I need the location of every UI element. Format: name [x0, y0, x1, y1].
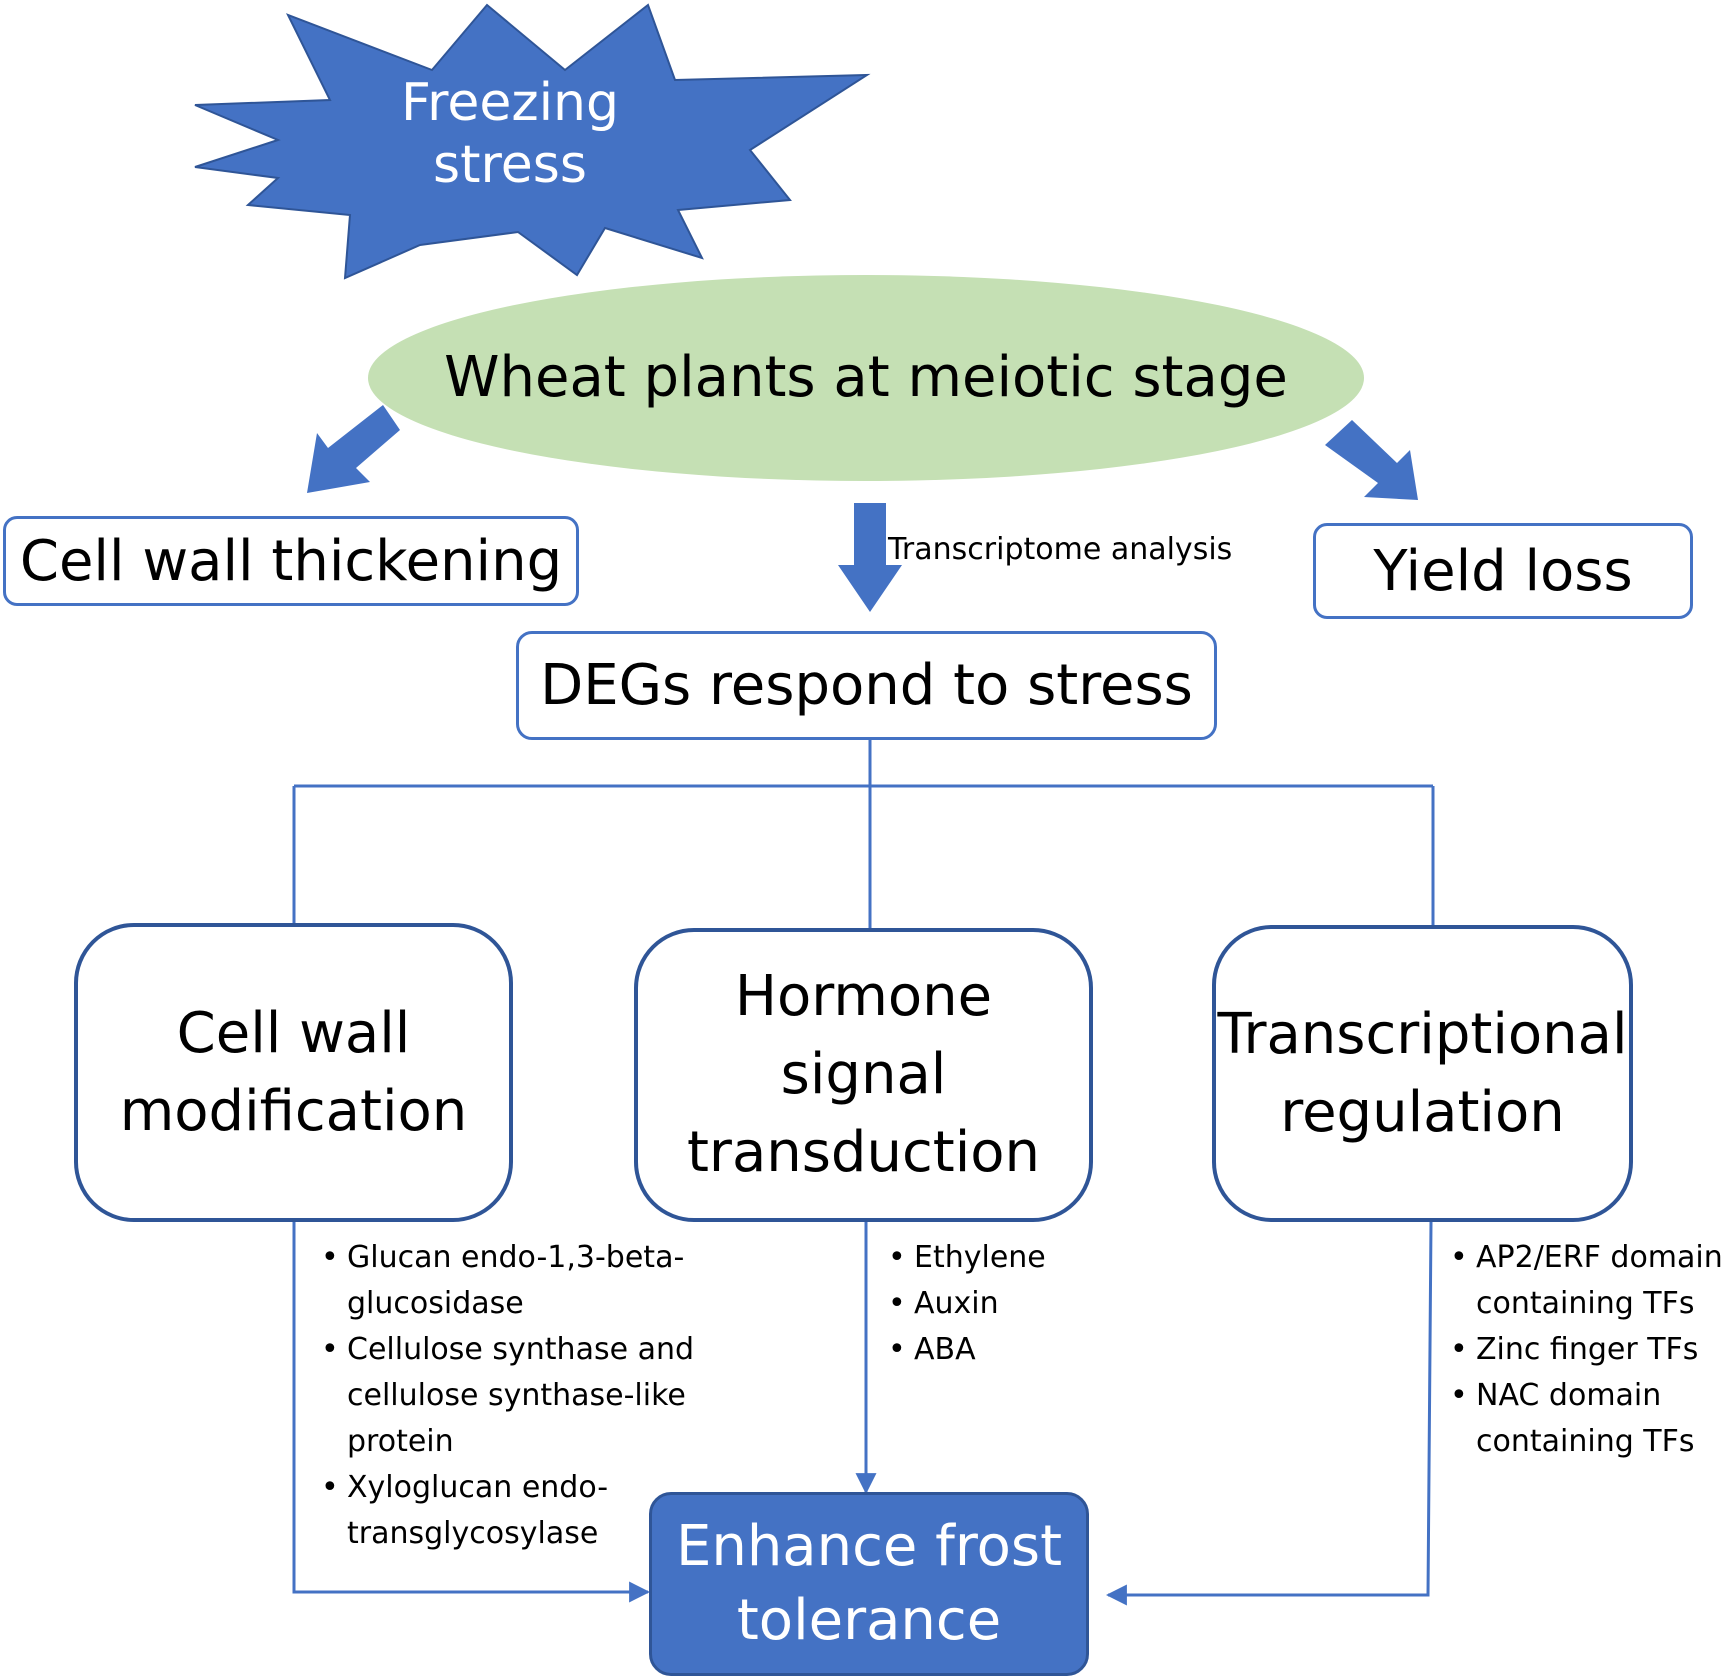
transcriptional-regulation-line-2: regulation: [1280, 1079, 1565, 1145]
enhance-frost-tolerance-line-2: tolerance: [736, 1588, 1002, 1653]
connector-lines: [292, 738, 1435, 1606]
enhance-frost-tolerance-line-1: Enhance frost: [675, 1514, 1063, 1579]
yield-loss-label: Yield loss: [1373, 538, 1633, 604]
arrow-to-yield-loss: [1325, 420, 1418, 500]
degs-box: DEGs respond to stress: [516, 631, 1217, 740]
hormone-signal-transduction-box: Hormone signal transduction: [634, 928, 1093, 1222]
arrow-to-cell-wall-thickening: [307, 405, 400, 493]
transcription-gene-1: AP2/ERF domain containing TFs: [1450, 1235, 1732, 1327]
arrow-transcriptome-analysis: [838, 503, 902, 612]
cell-wall-thickening-label: Cell wall thickening: [19, 528, 563, 594]
transcription-gene-2: Zinc finger TFs: [1450, 1327, 1732, 1373]
degs-label: DEGs respond to stress: [540, 653, 1193, 718]
yield-loss-box: Yield loss: [1313, 523, 1693, 619]
enhance-frost-tolerance-box: Enhance frost tolerance: [649, 1492, 1089, 1676]
cell-wall-thickening-box: Cell wall thickening: [3, 516, 579, 606]
hormone-signal-line-1: Hormone: [734, 964, 993, 1029]
hormone-signal-line-2: signal: [780, 1042, 947, 1107]
cell-wall-modification-line-2: modification: [119, 1078, 468, 1144]
freezing-stress-line-2: stress: [433, 135, 587, 196]
wheat-plants-label: Wheat plants at meiotic stage: [444, 345, 1288, 410]
freezing-stress-burst-shape: [194, 3, 871, 280]
cell-wall-modification-box: Cell wall modification: [74, 923, 513, 1222]
wheat-plants-ellipse: [368, 275, 1364, 481]
hormone-gene-list: Ethylene Auxin ABA: [888, 1235, 1148, 1373]
cell-wall-gene-list: Glucan endo-1,3-beta-glucosidase Cellulo…: [321, 1235, 721, 1557]
cell-wall-modification-line-1: Cell wall: [176, 1000, 411, 1066]
transcriptome-analysis-label: Transcriptome analysis: [888, 532, 1233, 567]
transcription-gene-list: AP2/ERF domain containing TFs Zinc finge…: [1450, 1235, 1732, 1465]
hormone-gene-1: Ethylene: [888, 1235, 1148, 1281]
transcriptional-regulation-box: Transcriptional regulation: [1212, 925, 1633, 1222]
transcriptional-regulation-line-1: Transcriptional: [1217, 1001, 1628, 1067]
freezing-stress-label: Freezing stress: [330, 72, 690, 197]
hormone-gene-3: ABA: [888, 1327, 1148, 1373]
freezing-stress-line-1: Freezing: [400, 73, 620, 133]
cell-wall-gene-1: Glucan endo-1,3-beta-glucosidase: [321, 1235, 721, 1327]
cell-wall-gene-2: Cellulose synthase and cellulose synthas…: [321, 1327, 721, 1465]
hormone-signal-line-3: transduction: [686, 1120, 1041, 1185]
cell-wall-gene-3: Xyloglucan endo-transglycosylase: [321, 1465, 721, 1557]
hormone-gene-2: Auxin: [888, 1281, 1148, 1327]
transcription-gene-3: NAC domain containing TFs: [1450, 1373, 1732, 1465]
